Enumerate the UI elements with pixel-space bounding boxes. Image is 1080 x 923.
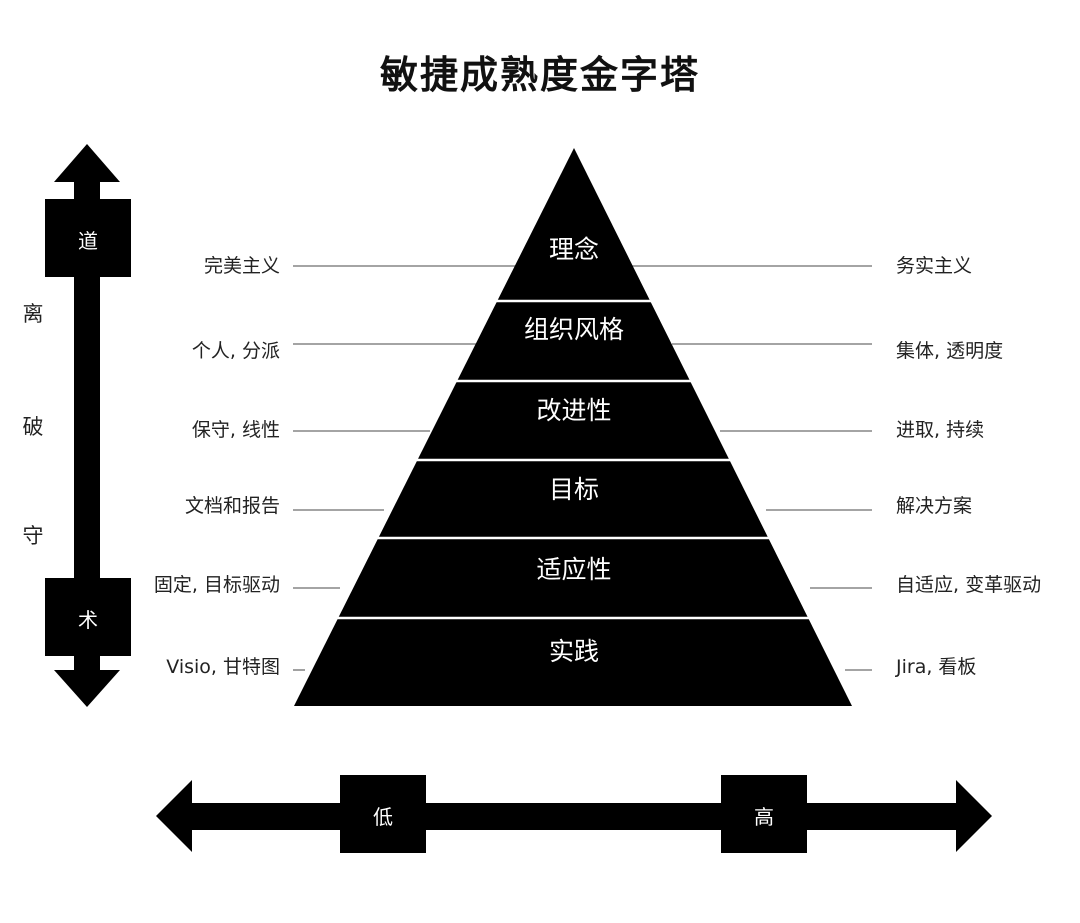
box-shu xyxy=(45,578,131,656)
right-label-3: 进取, 持续 xyxy=(896,419,985,441)
left-label-5: 固定, 目标驱动 xyxy=(153,574,280,596)
box-high xyxy=(721,775,807,853)
left-label-4: 文档和报告 xyxy=(184,495,280,517)
side-char-shou: 守 xyxy=(22,524,44,548)
diagram-title: 敏捷成熟度金字塔 xyxy=(379,53,700,97)
left-label-6: Visio, 甘特图 xyxy=(166,656,280,678)
level-name-1: 理念 xyxy=(548,235,599,264)
right-label-6: Jira, 看板 xyxy=(896,656,977,678)
right-label-4: 解决方案 xyxy=(896,495,973,517)
pyramid-shape xyxy=(294,148,852,706)
arrow-left-icon xyxy=(156,780,192,852)
level-name-4: 目标 xyxy=(548,475,599,504)
horizontal-axis xyxy=(156,775,992,853)
arrow-right-icon xyxy=(956,780,992,852)
right-label-2: 集体, 透明度 xyxy=(896,340,1004,362)
axis-label-shu: 术 xyxy=(78,608,98,632)
left-label-1: 完美主义 xyxy=(203,255,280,277)
horizontal-axis-shaft xyxy=(188,803,960,830)
connector-lines xyxy=(293,265,872,671)
level-name-6: 实践 xyxy=(548,637,599,666)
axis-label-low: 低 xyxy=(373,805,393,829)
left-label-3: 保守, 线性 xyxy=(191,419,280,441)
axis-label-high: 高 xyxy=(754,805,774,829)
axis-label-dao: 道 xyxy=(78,229,98,253)
right-label-1: 务实主义 xyxy=(896,255,973,277)
arrow-up-icon xyxy=(54,144,120,182)
arrow-down-icon xyxy=(54,670,120,707)
level-dividers xyxy=(336,299,812,620)
right-label-5: 自适应, 变革驱动 xyxy=(896,574,1042,596)
level-name-5: 适应性 xyxy=(536,555,612,584)
box-dao xyxy=(45,199,131,277)
side-char-po: 破 xyxy=(22,415,44,439)
side-char-li: 离 xyxy=(22,302,44,326)
vertical-axis xyxy=(45,144,131,707)
level-name-3: 改进性 xyxy=(536,396,612,425)
left-label-2: 个人, 分派 xyxy=(191,340,280,362)
box-low xyxy=(340,775,426,853)
level-name-2: 组织风格 xyxy=(523,315,624,344)
